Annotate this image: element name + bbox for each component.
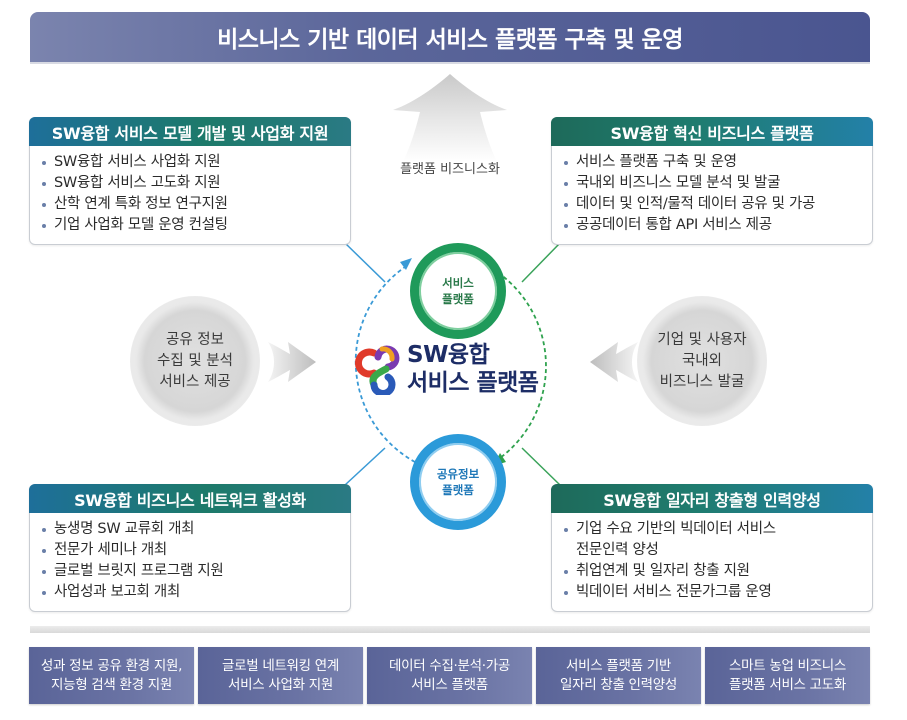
box-innovation-platform: SW융합 혁신 비즈니스 플랫폼 서비스 플랫폼 구축 및 운영 국내외 비즈니… — [551, 117, 873, 245]
list-item: 서비스 플랫폼 구축 및 운영 — [562, 152, 864, 173]
list-item: 취업연계 및 일자리 창출 지원 — [562, 561, 864, 582]
box-header: SW융합 비즈니스 네트워크 활성화 — [29, 484, 351, 513]
title-bar: 비스니스 기반 데이터 서비스 플랫폼 구축 및 운영 — [30, 12, 870, 62]
shared-info-platform-label: 공유정보 플랫폼 — [436, 467, 480, 497]
bottom-box-job-training: 서비스 플랫폼 기반 일자리 창출 인력양성 — [536, 647, 701, 704]
box-service-model-dev: SW융합 서비스 모델 개발 및 사업화 지원 SW융합 서비스 사업화 지원 … — [29, 117, 351, 245]
bottom-box-data-platform: 데이터 수집·분석·가공 서비스 플랫폼 — [367, 647, 532, 704]
bottom-box-info-sharing: 성과 정보 공유 환경 지원, 지능형 검색 환경 지원 — [29, 647, 194, 704]
bottom-box-text: 성과 정보 공유 환경 지원, 지능형 검색 환경 지원 — [40, 657, 183, 693]
list-item: 전문가 세미나 개최 — [40, 540, 342, 561]
service-platform-ring: 서비스 플랫폼 — [410, 243, 506, 339]
right-arrow-icon — [268, 342, 316, 382]
bottom-box-global-networking: 글로벌 네트워킹 연계 서비스 사업화 지원 — [198, 647, 363, 704]
sw-fusion-logo-icon — [354, 345, 400, 395]
list-item: 산학 연계 특화 정보 연구지원 — [40, 194, 342, 215]
list-item: 데이터 및 인적/물적 데이터 공유 및 가공 — [562, 194, 864, 215]
up-arrow-icon — [393, 74, 507, 162]
platform-business-label: 플랫폼 비즈니스화 — [400, 162, 500, 177]
box-header: SW융합 서비스 모델 개발 및 사업화 지원 — [29, 117, 351, 146]
box-business-network: SW융합 비즈니스 네트워크 활성화 농생명 SW 교류회 개최 전문가 세미나… — [29, 484, 351, 612]
list-item: 빅데이터 서비스 전문가그룹 운영 — [562, 582, 864, 603]
list-item-continuation: 전문인력 양성 — [576, 542, 659, 558]
list-item: 공공데이터 통합 API 서비스 제공 — [562, 215, 864, 236]
list-item: 기업 수요 기반의 빅데이터 서비스 — [562, 519, 864, 540]
left-arrow-icon — [590, 342, 638, 382]
list-item: SW융합 서비스 사업화 지원 — [40, 152, 342, 173]
list-item: 국내외 비즈니스 모델 분석 및 발굴 — [562, 173, 864, 194]
business-discovery-text: 기업 및 사용자 국내외 비즈니스 발굴 — [657, 331, 747, 390]
bottom-box-text: 데이터 수집·분석·가공 서비스 플랫폼 — [388, 657, 511, 693]
service-platform-label: 서비스 플랫폼 — [442, 276, 474, 306]
center-logo-text: SW융합 서비스 플랫폼 — [407, 341, 539, 397]
bottom-box-smart-agriculture: 스마트 농업 비즈니스 플랫폼 서비스 고도화 — [705, 647, 870, 704]
bottom-box-text: 글로벌 네트워킹 연계 서비스 사업화 지원 — [221, 657, 340, 693]
shared-info-circle: 공유 정보 수집 및 분석 서비스 제공 — [130, 296, 260, 426]
logo-line2: 서비스 플랫폼 — [407, 370, 539, 396]
list-item: 글로벌 브릿지 프로그램 지원 — [40, 561, 342, 582]
logo-line1: SW융합 — [407, 342, 490, 368]
box-header: SW융합 혁신 비즈니스 플랫폼 — [551, 117, 873, 146]
page-title: 비스니스 기반 데이터 서비스 플랫폼 구축 및 운영 — [217, 27, 683, 53]
list-item: SW융합 서비스 고도화 지원 — [40, 173, 342, 194]
divider — [30, 626, 870, 633]
bottom-box-text: 스마트 농업 비즈니스 플랫폼 서비스 고도화 — [728, 657, 847, 693]
shared-info-text: 공유 정보 수집 및 분석 서비스 제공 — [157, 331, 233, 390]
box-header: SW융합 일자리 창출형 인력양성 — [551, 484, 873, 513]
blue-arrowhead-icon — [400, 258, 412, 270]
shared-info-platform-ring: 공유정보 플랫폼 — [410, 434, 506, 530]
list-item: 농생명 SW 교류회 개최 — [40, 519, 342, 540]
box-job-creation: SW융합 일자리 창출형 인력양성 기업 수요 기반의 빅데이터 서비스 전문인… — [551, 484, 873, 612]
list-item: 사업성과 보고회 개최 — [40, 582, 342, 603]
business-discovery-circle: 기업 및 사용자 국내외 비즈니스 발굴 — [637, 296, 767, 426]
bottom-box-text: 서비스 플랫폼 기반 일자리 창출 인력양성 — [559, 657, 678, 693]
list-item: 기업 사업화 모델 운영 컨설팅 — [40, 215, 342, 236]
